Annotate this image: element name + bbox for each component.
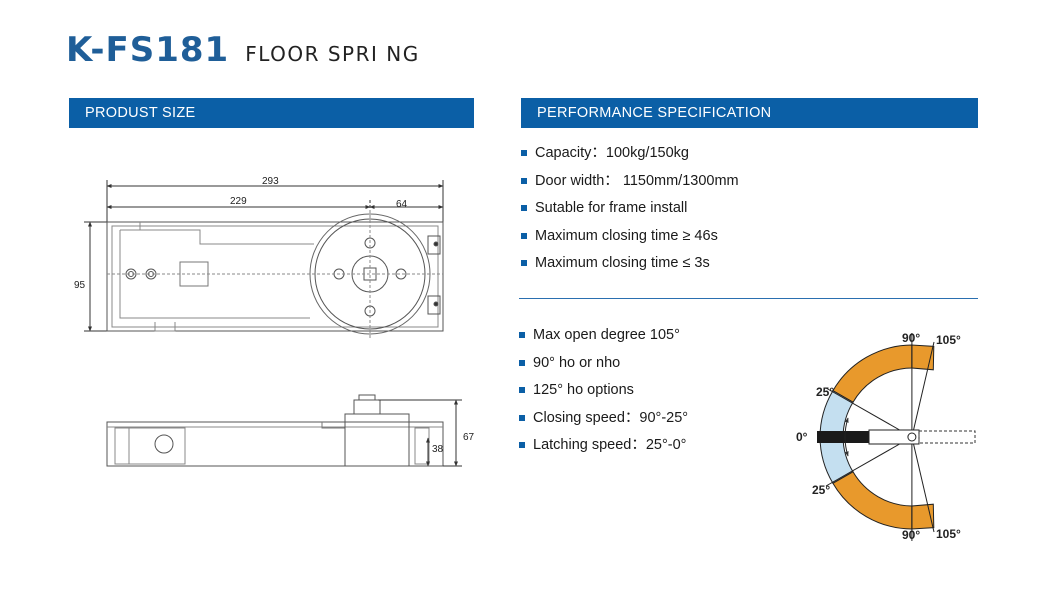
spec-item: 125° ho options xyxy=(519,382,688,410)
spec-item: Latching speed：25°-0° xyxy=(519,437,688,465)
top-view-drawing xyxy=(84,180,444,338)
opening-angle-diagram xyxy=(817,333,976,541)
dim-body-height: 38 xyxy=(432,444,444,455)
spec-item: Sutable for frame install xyxy=(521,200,739,228)
dim-length-to-center: 229 xyxy=(230,196,247,207)
section-divider xyxy=(519,298,978,299)
product-size-header: PRODUST SIZE xyxy=(69,98,474,128)
spec-item: Closing speed：90°-25° xyxy=(519,410,688,438)
angle-label-lower-25: 25° xyxy=(812,483,830,497)
performance-spec-header: PERFORMANCE SPECIFICATION xyxy=(521,98,978,128)
dim-width: 95 xyxy=(74,280,86,291)
dim-overall-length: 293 xyxy=(262,176,279,187)
spec-item: Capacity：100kg/150kg xyxy=(521,145,739,173)
angle-label-bottom-90: 90° xyxy=(902,528,920,542)
spec-item: Max open degree 105° xyxy=(519,327,688,355)
spec-item: 90° ho or nho xyxy=(519,355,688,383)
angle-label-top-90: 90° xyxy=(902,331,920,345)
angle-label-top-105: 105° xyxy=(936,333,961,347)
dim-height: 67 xyxy=(463,432,475,443)
angle-label-zero: 0° xyxy=(796,430,808,444)
angle-label-bottom-105: 105° xyxy=(936,527,961,541)
spec-item: Door width： 1150mm/1300mm xyxy=(521,173,739,201)
page-header: K-FS181 FLOOR SPRI NG xyxy=(66,30,420,70)
side-view-drawing xyxy=(106,394,462,467)
dim-center-to-end: 64 xyxy=(396,199,408,210)
spec-item: Maximum closing time ≤ 3s xyxy=(521,255,739,283)
spec-list-bottom: Max open degree 105° 90° ho or nho 125° … xyxy=(519,327,688,465)
spec-list-top: Capacity：100kg/150kg Door width： 1150mm/… xyxy=(521,145,739,283)
product-subtitle: FLOOR SPRI NG xyxy=(245,42,420,66)
spec-item: Maximum closing time ≥ 46s xyxy=(521,228,739,256)
model-name: K-FS181 xyxy=(66,30,230,70)
angle-label-upper-25: 25° xyxy=(816,385,834,399)
